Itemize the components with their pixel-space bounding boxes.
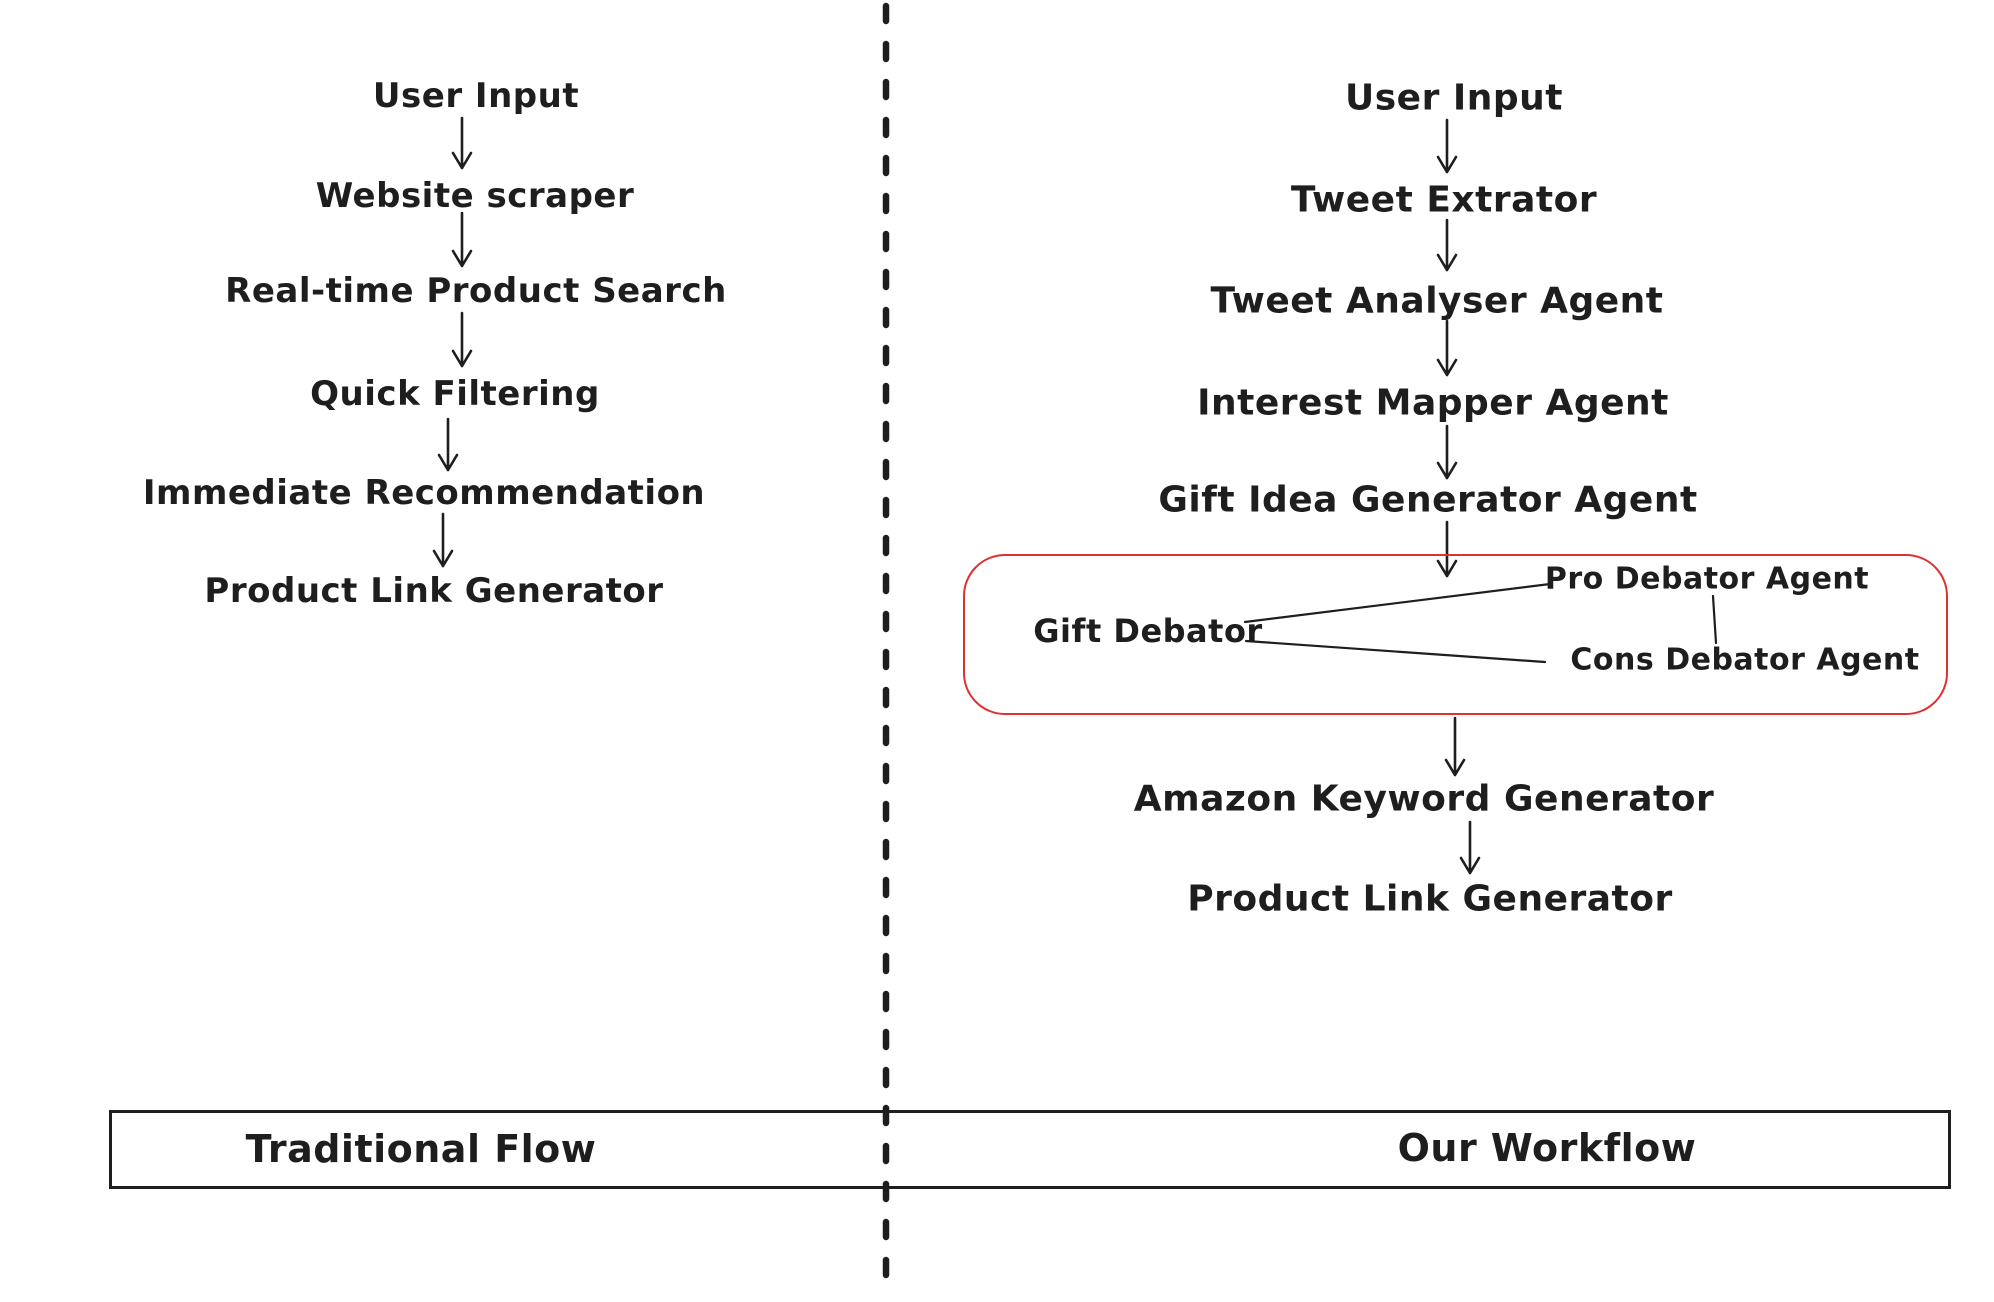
node-tweet-extrator: Tweet Extrator [1290,179,1598,221]
flow-arrow [432,512,454,568]
flow-arrow [1459,820,1481,875]
node-quick-filtering: Quick Filtering [310,374,600,414]
node-amazon-keyword-generator: Amazon Keyword Generator [1133,778,1715,820]
node-website-scraper: Website scraper [315,176,635,216]
flow-arrow [1436,319,1458,377]
node-realtime-product-search: Real-time Product Search [225,271,727,311]
flow-arrow [1436,118,1458,174]
footer-label-box [109,1110,1951,1189]
node-user-input-left: User Input [372,76,580,116]
node-gift-debator: Gift Debator [1033,612,1263,650]
footer-label-our-workflow: Our Workflow [1397,1126,1697,1170]
footer-label-traditional-flow: Traditional Flow [245,1127,597,1171]
node-gift-idea-generator-agent: Gift Idea Generator Agent [1158,479,1698,521]
debate-highlight-box [963,554,1948,715]
flow-arrow [1436,218,1458,272]
flow-arrow [1444,716,1466,777]
node-user-input-right: User Input [1345,77,1563,119]
flow-arrow [451,211,473,268]
node-tweet-analyser-agent: Tweet Analyser Agent [1210,280,1664,322]
node-pro-debator-agent: Pro Debator Agent [1544,561,1870,597]
node-cons-debator-agent: Cons Debator Agent [1570,642,1920,678]
node-product-link-generator-left: Product Link Generator [204,571,664,611]
flow-arrow [451,311,473,368]
node-immediate-recommendation: Immediate Recommendation [142,473,706,513]
flow-arrow [1436,424,1458,480]
node-product-link-generator-right: Product Link Generator [1187,878,1673,920]
flow-arrow [451,116,473,170]
node-interest-mapper-agent: Interest Mapper Agent [1197,382,1669,424]
flow-arrow [437,417,459,472]
